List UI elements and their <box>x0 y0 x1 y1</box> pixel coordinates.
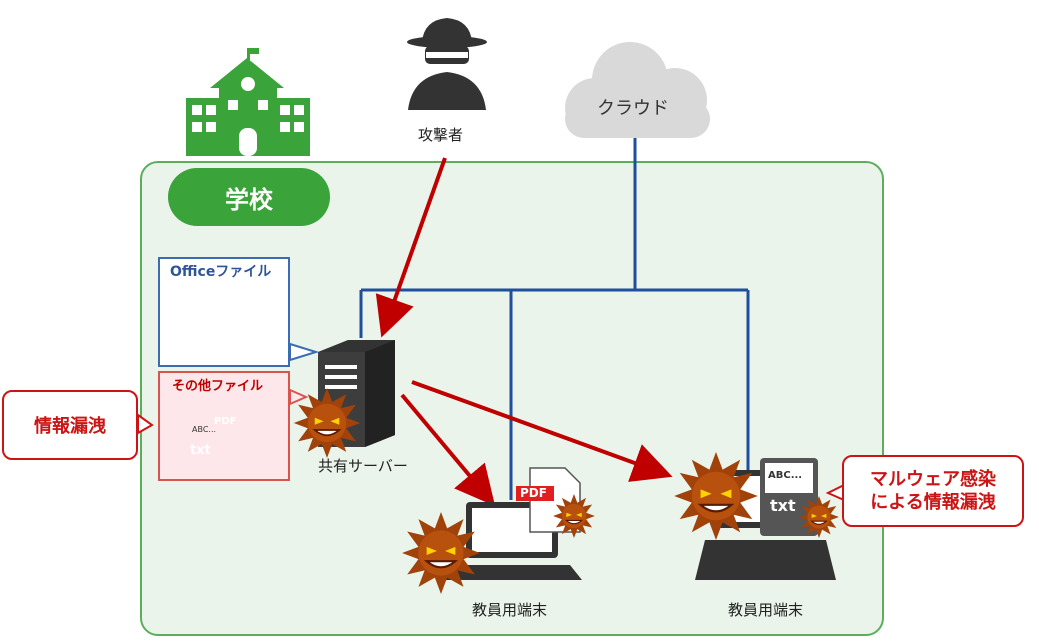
shared-server-label: 共有サーバー <box>318 457 408 475</box>
abc-text-terminal: ABC... <box>768 470 803 481</box>
leak-callout-pointer <box>137 413 154 435</box>
cloud-icon <box>565 42 710 138</box>
txt-badge-terminal: txt <box>770 496 796 515</box>
cloud-label: クラウド <box>597 98 669 119</box>
malware-leak-callout: マルウェア感染 による情報漏洩 <box>842 455 1024 527</box>
pdf-badge-small: PDF <box>214 416 237 427</box>
network-lines <box>359 138 750 500</box>
school-label: 学校 <box>168 168 330 226</box>
word-letter: W <box>185 311 203 330</box>
verified-check-icon: ✓ <box>259 315 273 334</box>
teacher-terminal-1-label: 教員用端末 <box>472 601 548 619</box>
other-box-pointer <box>289 388 309 406</box>
teacher-terminal-1-icon <box>443 467 582 580</box>
pdf-badge-terminal: PDF <box>520 486 547 500</box>
attacker-label: 攻撃者 <box>418 126 464 144</box>
office-box-pointer <box>289 342 320 362</box>
txt-badge-small: txt <box>190 443 211 458</box>
other-files-box <box>158 371 290 481</box>
teacher-terminal-2-label: 教員用端末 <box>728 601 804 619</box>
abc-text-small: ABC... <box>192 425 217 434</box>
attack-arrows <box>375 157 673 507</box>
excel-letter: X <box>216 294 230 315</box>
school-building-icon <box>186 48 310 156</box>
malware-leak-line2: による情報漏洩 <box>870 492 996 513</box>
malware-leak-line1: マルウェア感染 <box>870 468 996 490</box>
office-files-box <box>158 257 290 367</box>
other-files-title: その他ファイル <box>172 379 264 394</box>
leak-callout: 情報漏洩 <box>2 390 138 460</box>
office-files-title: Officeファイル <box>170 264 272 280</box>
attacker-icon <box>407 18 487 110</box>
